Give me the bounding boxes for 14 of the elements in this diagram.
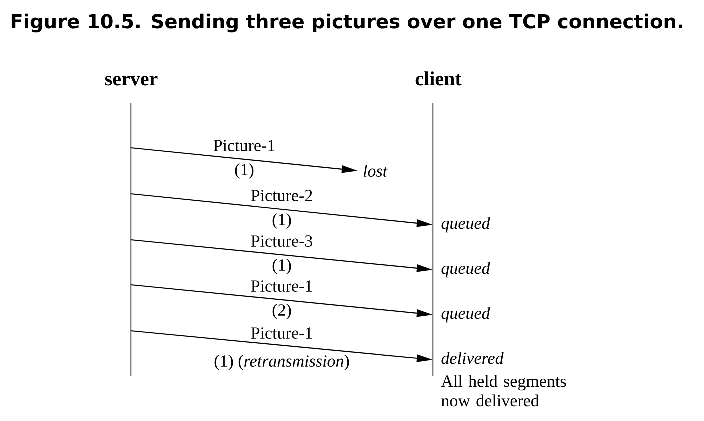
edge-label: Picture-2 (1) [251,190,312,229]
edge-label: Picture-3 (1) [251,236,313,274]
status-label: lost [364,165,388,177]
status-label: delivered [442,352,504,364]
lifeline-label: client [416,72,462,86]
figure-title: Figure 10.5. Sending three pictures over one TCP connection. [12,14,682,33]
edge-label: Picture-1 (1) (retransmission) [214,328,350,370]
lifeline-label: server [105,76,158,86]
status-label: queued [442,307,490,323]
edge-label: Picture-1 (2) [251,280,312,320]
status-label: queued [442,217,490,233]
status-label: queued [442,262,490,278]
note-text: All held segments now delivered [441,375,566,407]
edge-label: Picture-1 (1) [214,140,275,179]
